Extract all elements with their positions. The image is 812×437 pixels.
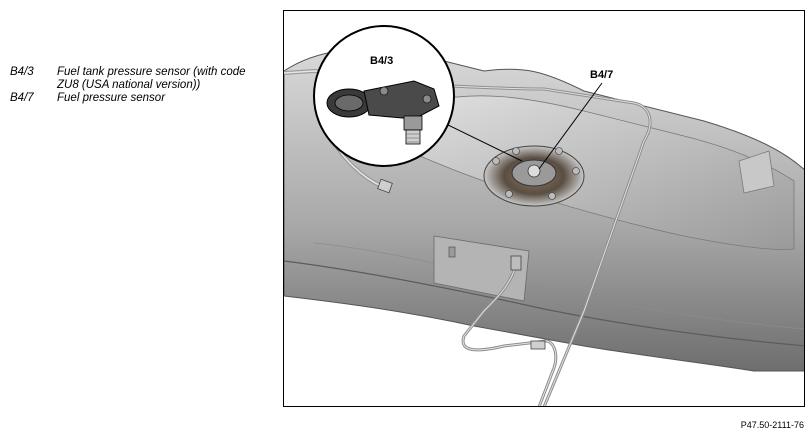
fuel-tank-drawing bbox=[284, 25, 804, 406]
callout-leader-b4-7 bbox=[538, 82, 603, 170]
legend-item-b4-7: B4/7 Fuel pressure sensor bbox=[10, 92, 270, 105]
tank-side-rim bbox=[284, 260, 804, 347]
callout-label-b4-3: B4/3 bbox=[370, 55, 394, 67]
legend-code: B4/7 bbox=[10, 92, 34, 104]
legend-description: Fuel pressure sensor bbox=[57, 92, 166, 104]
figure-reference-number: P47.50-2111-76 bbox=[740, 420, 804, 430]
legend-description: Fuel tank pressure sensor (with code ZU8… bbox=[57, 66, 246, 91]
legend: B4/3 Fuel tank pressure sensor (with cod… bbox=[10, 66, 270, 105]
callout-label-b4-7: B4/7 bbox=[590, 69, 614, 81]
fuel-tank-pressure-sensor-detail bbox=[326, 80, 440, 145]
fuel-tank-illustration: B4/3 B4/7 bbox=[283, 10, 805, 407]
callout-leader-b4-3 bbox=[443, 122, 523, 162]
legend-item-b4-3: B4/3 Fuel tank pressure sensor (with cod… bbox=[10, 66, 270, 92]
legend-code: B4/3 bbox=[10, 66, 34, 78]
